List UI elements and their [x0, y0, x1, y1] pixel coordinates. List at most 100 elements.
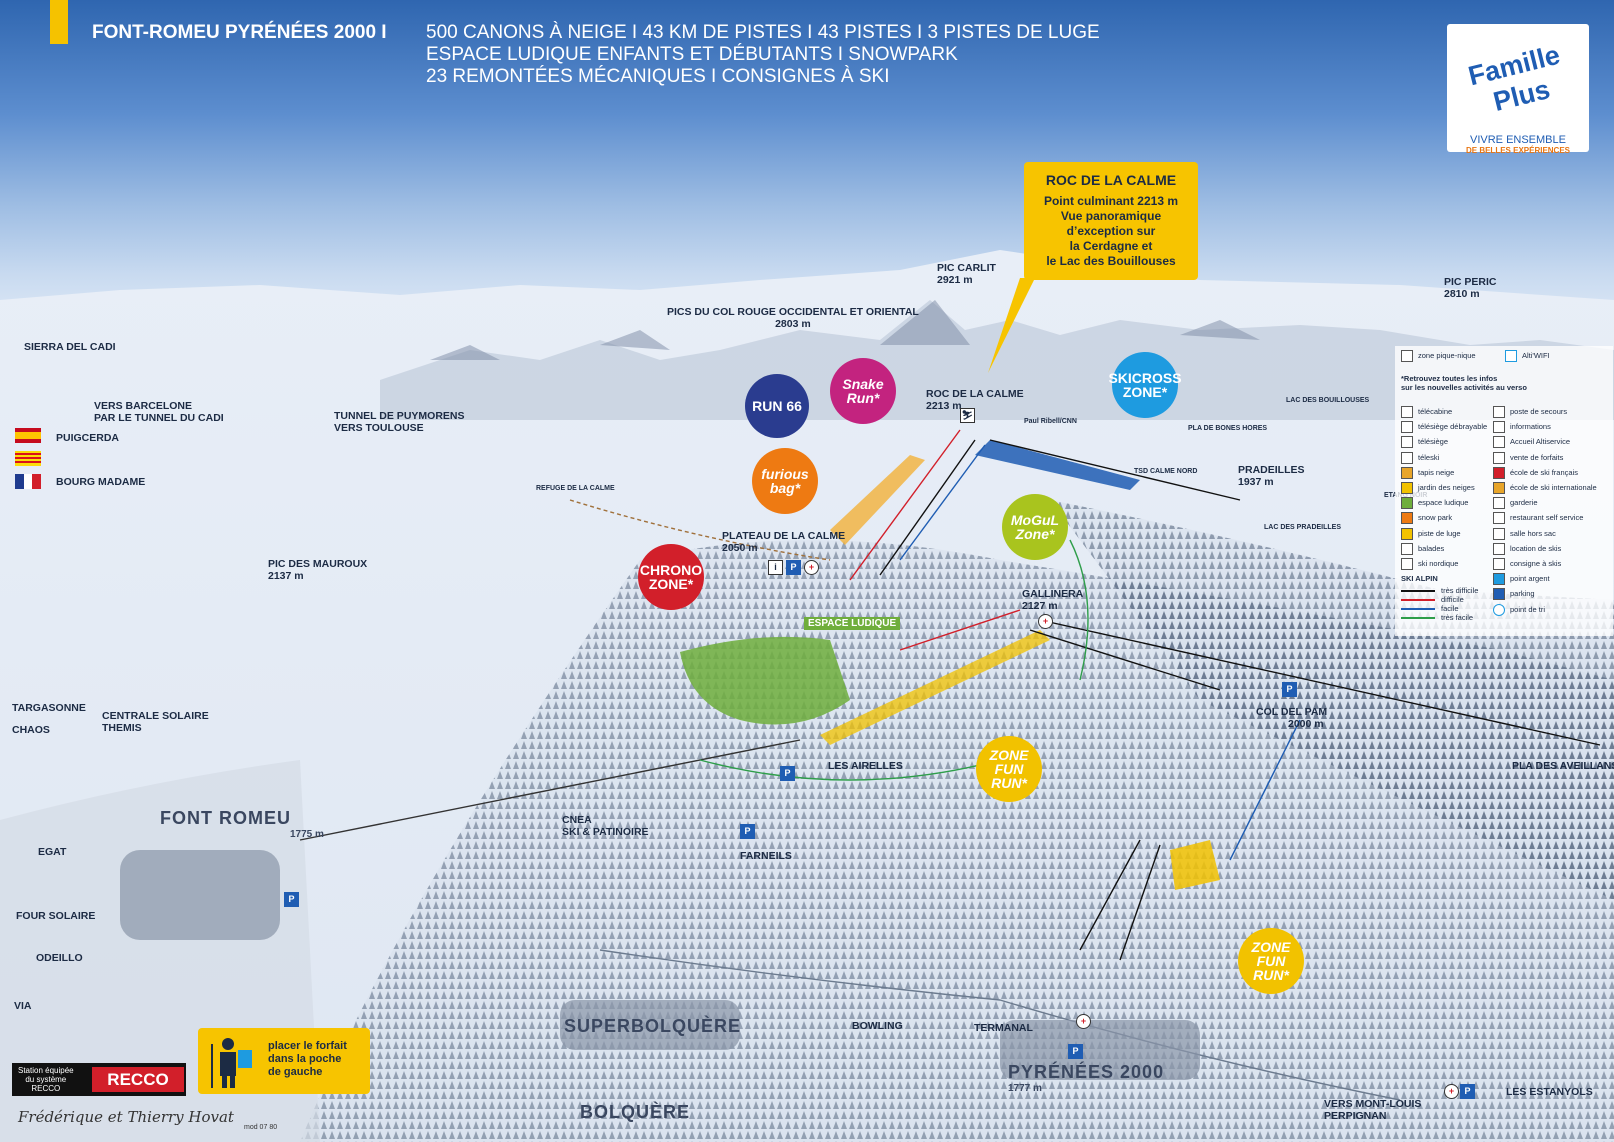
- legend-levels: très difficile difficile facile très fac…: [1401, 586, 1478, 622]
- callout-pointer: [988, 278, 1035, 373]
- sierra-label: SIERRA DEL CADI: [24, 341, 116, 353]
- ski-pass-tip-text: placer le forfait dans la poche de gauch…: [268, 1040, 347, 1079]
- magic-carpet-icon: [1401, 466, 1413, 479]
- tsd-calme-nord-label: TSD CALME NORD: [1134, 468, 1198, 475]
- legend-row: difficile: [1401, 595, 1478, 604]
- legend-row: très facile: [1401, 613, 1478, 622]
- legend-row: garderie: [1493, 495, 1597, 510]
- direction-text: VERS BARCELONE: [94, 400, 193, 412]
- ski-school-icon[interactable]: ⛷: [960, 408, 975, 423]
- egat-label: EGAT: [38, 846, 67, 858]
- france-flag-icon: [15, 474, 41, 489]
- legend-row: vente de forfaits: [1493, 450, 1597, 465]
- legend-text: location de skis: [1510, 543, 1562, 553]
- targasonne-label: TARGASONNE: [12, 702, 86, 714]
- surface-lift-icon: [1401, 451, 1413, 464]
- place-altitude: 2127 m: [1022, 600, 1058, 613]
- sledge-run-icon: [1401, 527, 1413, 540]
- chaos-label: CHAOS: [12, 724, 50, 736]
- level-line-easy: [1401, 608, 1435, 611]
- parking-icon[interactable]: P: [1068, 1044, 1083, 1059]
- first-aid-icon: [1493, 406, 1505, 419]
- parking-icon[interactable]: P: [786, 560, 801, 575]
- first-aid-icon[interactable]: +: [1076, 1014, 1091, 1029]
- legend-row: Alti'WIFI: [1505, 350, 1550, 362]
- parking-icon[interactable]: P: [1460, 1084, 1475, 1099]
- recycling-icon: [1493, 603, 1505, 616]
- chrono-zone-badge[interactable]: CHRONO ZONE*: [638, 544, 704, 610]
- parking-icon[interactable]: P: [284, 892, 299, 907]
- place-altitude: 2050 m: [722, 542, 758, 555]
- picnic-icon: [1401, 350, 1413, 362]
- fun-run-zone-badge[interactable]: ZONE FUN RUN*: [976, 736, 1042, 802]
- legend-row: restaurant self service: [1493, 510, 1597, 525]
- legend-text: tapis neige: [1418, 467, 1455, 477]
- logo-tagline: VIVRE ENSEMBLE: [1470, 134, 1566, 146]
- lac-bouillouses-label: LAC DES BOUILLOUSES: [1286, 397, 1370, 404]
- furious-bag-zone-badge[interactable]: furious bag*: [752, 448, 818, 514]
- legend-text: facile: [1441, 604, 1459, 613]
- legend-text: informations: [1510, 422, 1551, 432]
- parking-icon[interactable]: P: [740, 824, 755, 839]
- legend-row: télécabine: [1401, 404, 1487, 419]
- parking-icon[interactable]: P: [1282, 682, 1297, 697]
- resort-stats: 500 CANONS À NEIGE I 43 KM DE PISTES I 4…: [426, 22, 1100, 88]
- bowling-label: BOWLING: [852, 1020, 903, 1032]
- place-altitude: 1777 m: [1008, 1082, 1042, 1094]
- level-line-difficult: [1401, 599, 1435, 602]
- legend-row: télésiège débrayable: [1401, 419, 1487, 434]
- legend-row: parking: [1493, 586, 1597, 601]
- first-aid-icon[interactable]: +: [1038, 614, 1053, 629]
- artist-signature: Frédérique et Thierry Hovat: [18, 1108, 234, 1126]
- place-name: CENTRALE SOLAIRE: [102, 710, 209, 722]
- direction-text: PAR LE TUNNEL DU CADI: [94, 412, 224, 425]
- legend-text: jardin des neiges: [1418, 483, 1475, 493]
- mogul-zone-badge[interactable]: MoGuL Zone*: [1002, 494, 1068, 560]
- legend-row: ski nordique: [1401, 556, 1487, 571]
- detachable-chairlift-icon: [1401, 421, 1413, 434]
- legend-text: piste de luge: [1418, 528, 1461, 538]
- legend-row: salle hors sac: [1493, 526, 1597, 541]
- callout-title: ROC DE LA CALME: [1045, 172, 1177, 188]
- legend-text: point argent: [1510, 574, 1550, 584]
- callout-body: Point culminant 2213 m Vue panoramique d…: [1024, 194, 1198, 269]
- recco-logo: RECCO: [92, 1067, 184, 1092]
- fun-run-zone-badge-2[interactable]: ZONE FUN RUN*: [1238, 928, 1304, 994]
- place-name: GALLINERA: [1022, 588, 1084, 600]
- snowpark-icon: [1401, 512, 1413, 525]
- french-ski-school-icon: [1493, 466, 1505, 479]
- legend-text: télésiège débrayable: [1418, 422, 1488, 432]
- first-aid-icon[interactable]: +: [804, 560, 819, 575]
- legend-text: téleski: [1418, 452, 1440, 462]
- legend-text: espace ludique: [1418, 498, 1469, 508]
- place-altitude: 2803 m: [775, 318, 811, 331]
- legend-text: Alti'WIFI: [1522, 350, 1550, 360]
- parking-icon[interactable]: P: [780, 766, 795, 781]
- stats-line: ESPACE LUDIQUE ENFANTS ET DÉBUTANTS I SN…: [426, 44, 958, 65]
- skicross-zone-badge[interactable]: SKICROSS ZONE*: [1108, 352, 1182, 418]
- tip-line: placer le forfait: [268, 1040, 347, 1052]
- callout-line: la Cerdagne et: [1069, 239, 1153, 253]
- run66-zone-badge[interactable]: RUN 66: [745, 374, 809, 438]
- legend-row: tapis neige: [1401, 465, 1487, 480]
- legend-text: télésiège: [1418, 437, 1449, 447]
- fun-zone-icon: [1401, 497, 1413, 510]
- first-aid-icon[interactable]: +: [1444, 1084, 1459, 1099]
- logo-subtagline: DE BELLES EXPÉRIENCES: [1465, 146, 1571, 155]
- place-name: PIC DES MAUROUX: [268, 558, 368, 570]
- restaurant-icon: [1493, 512, 1505, 525]
- ski-locker-icon: [1493, 558, 1505, 571]
- place-name: PLATEAU DE LA CALME: [722, 530, 846, 542]
- legend-text: consigne à skis: [1510, 559, 1562, 569]
- snake-run-zone-badge[interactable]: Snake Run*: [830, 358, 896, 424]
- legend-row: école de ski internationale: [1493, 480, 1597, 495]
- information-icon[interactable]: i: [768, 560, 783, 575]
